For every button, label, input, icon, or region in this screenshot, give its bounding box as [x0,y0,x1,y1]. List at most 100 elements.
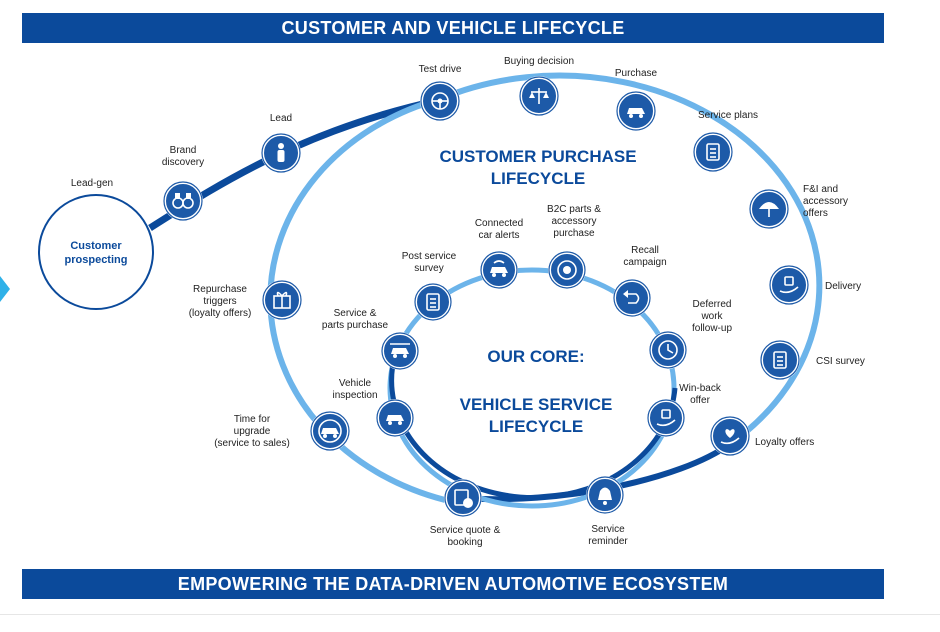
inner-stage-8-label: parts purchase [322,320,389,331]
inner-stage-1-label: accessory [551,216,596,227]
car-inspect-icon [376,399,414,437]
outer-ring-upper [438,72,823,447]
clock-icon [649,331,687,369]
core-title-line3: LIFECYCLE [489,417,583,436]
outer-stage-1-label: Buying decision [504,56,574,67]
person-icon [261,133,301,173]
tire-icon [548,251,586,289]
outer-stage-5-label: Delivery [825,281,861,292]
survey-icon [414,283,452,321]
outer-stage-9-label: upgrade [234,426,271,437]
outer-stage-7: Loyalty offers [710,416,814,456]
inner-stage-5-label: Service [591,524,625,535]
inner-stage-8: Service &parts purchase [322,308,419,370]
lead-path-node-0-label: Lead-gen [71,178,113,189]
left-arrow-icon [0,276,10,302]
inner-stage-8-label: Service & [334,308,377,319]
bottom-banner: EMPOWERING THE DATA-DRIVEN AUTOMOTIVE EC… [22,569,884,599]
inner-stage-3-label: Deferred [693,299,732,310]
outer-stage-0: Test drive [419,64,462,121]
bell-icon [586,476,624,514]
inner-stage-6: Service quote &booking [430,479,501,548]
customer-prospecting-node: Customer prospecting [38,194,154,310]
inner-stage-4-label: Win-back [679,383,722,394]
lead-path-node-0: Lead-gen [71,178,113,189]
inner-stage-6-label: booking [447,537,482,548]
binoculars-icon [163,181,203,221]
return-arrow-icon [613,279,651,317]
hand-offer-icon [647,399,685,437]
inner-stage-3-label: follow-up [692,323,732,334]
core-title-line2: VEHICLE SERVICE [460,395,613,414]
outer-stage-9-label: Time for [234,414,271,425]
inner-stage-9-label: Post service [402,251,457,262]
outer-stage-6: CSI survey [760,340,865,380]
top-banner: CUSTOMER AND VEHICLE LIFECYCLE [22,13,884,43]
outer-stage-0-label: Test drive [419,64,462,75]
outer-stage-3-label: Service plans [698,110,758,121]
prospecting-line1: Customer [70,240,122,252]
heart-hands-icon [710,416,750,456]
inner-stage-6-label: Service quote & [430,525,501,536]
purchase-title-line2: LIFECYCLE [491,169,585,188]
lead-path-node-1-label: Brand [170,145,197,156]
outer-stage-2: Purchase [615,68,658,131]
clipboard-icon [760,340,800,380]
purchase-title-line1: CUSTOMER PURCHASE [439,147,636,166]
outer-stage-4-label: F&I and [803,184,838,195]
outer-stage-8-label: Repurchase [193,284,247,295]
lead-path-node-2: Lead [261,113,301,173]
inner-stage-7-label: Vehicle [339,378,372,389]
inner-stage-9-label: survey [414,263,443,274]
scales-icon [519,76,559,116]
service-plan-icon [693,132,733,172]
inner-stage-7-label: inspection [332,390,377,401]
outer-stage-8-label: triggers [203,296,236,307]
outer-stage-8-label: (loyalty offers) [189,308,252,319]
inner-stage-5-label: reminder [588,536,628,547]
car-lift-icon [381,332,419,370]
inner-stage-0-label: Connected [475,218,523,229]
outer-stage-4-label: accessory [803,196,848,207]
car-dollar-icon [616,91,656,131]
prospecting-line2: prospecting [65,254,128,266]
outer-stage-4-label: offers [803,208,828,219]
divider [0,614,940,615]
lead-path-node-1-label: discovery [162,157,204,168]
steering-wheel-icon [420,81,460,121]
car-cycle-icon [310,411,350,451]
core-title-line1: OUR CORE: [487,347,584,366]
inner-stage-1-label: B2C parts & [547,204,601,215]
inner-stage-2-label: campaign [623,257,666,268]
lead-path-node-2-label: Lead [270,113,292,124]
outer-stage-1: Buying decision [504,56,574,116]
outer-stage-5: Delivery [769,265,861,305]
inner-stage-0-label: car alerts [478,230,519,241]
outer-stage-7-label: Loyalty offers [755,437,814,448]
gift-icon [262,280,302,320]
hand-key-icon [769,265,809,305]
connected-car-icon [480,251,518,289]
umbrella-dollar-icon [749,189,789,229]
quote-calendar-icon [444,479,482,517]
outer-stage-6-label: CSI survey [816,356,865,367]
outer-stage-9-label: (service to sales) [214,438,290,449]
outer-stage-3: Service plans [693,110,758,172]
inner-stage-3-label: work [700,311,723,322]
outer-stage-2-label: Purchase [615,68,658,79]
inner-stage-4-label: offer [690,395,710,406]
inner-stage-1-label: purchase [553,228,595,239]
